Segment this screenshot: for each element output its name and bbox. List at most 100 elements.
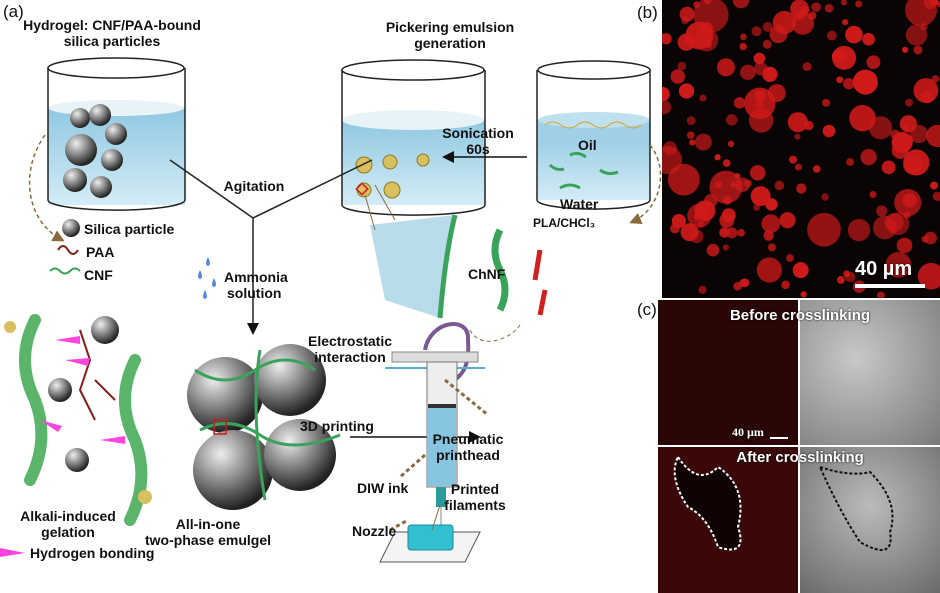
droplet <box>896 237 913 254</box>
droplet <box>876 205 888 217</box>
chnf-label: ChNF <box>468 266 506 282</box>
droplet <box>904 98 913 107</box>
droplet <box>855 0 863 8</box>
droplet <box>769 25 788 44</box>
scale-bar-label: 40 µm <box>855 258 913 280</box>
droplet <box>663 141 677 155</box>
legend-cnf: CNF <box>84 267 113 283</box>
droplet <box>670 69 686 84</box>
droplet <box>924 231 937 245</box>
droplet <box>678 83 695 99</box>
droplets <box>662 0 940 298</box>
droplet <box>891 131 913 153</box>
droplet <box>930 181 938 190</box>
droplet <box>767 243 776 252</box>
droplet <box>836 275 845 284</box>
droplet <box>686 116 696 126</box>
droplet <box>846 158 854 166</box>
droplet <box>932 191 940 202</box>
droplet <box>862 32 875 46</box>
droplet <box>779 212 796 229</box>
droplet <box>715 181 723 189</box>
legend-silica: Silica particle <box>84 221 175 237</box>
droplet <box>735 177 750 192</box>
droplet <box>763 230 774 241</box>
droplet <box>831 49 846 63</box>
agitation-label: Agitation <box>223 178 285 194</box>
water-label: Water <box>560 196 599 212</box>
droplet <box>694 133 712 151</box>
legend-paa: PAA <box>86 244 115 260</box>
diw-label: DIW ink <box>357 480 409 496</box>
droplet <box>913 45 923 55</box>
droplet <box>903 125 910 132</box>
hydrogen-bond-icon <box>0 548 25 557</box>
droplet <box>877 291 885 298</box>
droplet <box>703 194 718 208</box>
ammonia-drops-icon <box>198 257 216 299</box>
droplet <box>709 170 743 204</box>
before-label: Before crosslinking <box>729 307 871 324</box>
droplet <box>789 155 798 164</box>
droplet <box>931 75 940 83</box>
after-label: After crosslinking <box>736 449 864 466</box>
droplet <box>913 78 939 103</box>
droplet <box>751 26 762 37</box>
droplet <box>794 163 802 171</box>
droplet <box>811 2 822 13</box>
droplet <box>670 223 680 234</box>
printing-label: 3D printing <box>300 418 374 434</box>
before-fluorescence <box>658 300 798 445</box>
droplet <box>881 160 896 175</box>
droplet <box>703 0 712 5</box>
droplet <box>885 251 912 278</box>
before-brightfield <box>800 300 940 445</box>
panel-a-label: (a) <box>3 2 24 21</box>
droplet <box>762 66 778 82</box>
droplet <box>866 55 881 70</box>
droplet <box>662 100 672 115</box>
droplet <box>680 223 699 242</box>
droplet <box>727 140 735 148</box>
droplet <box>733 281 742 291</box>
droplet <box>686 131 695 139</box>
after-brightfield <box>800 447 940 593</box>
droplet <box>767 84 786 103</box>
droplet <box>687 203 712 228</box>
cnf-icon <box>49 267 81 275</box>
droplet <box>845 25 863 44</box>
droplet <box>847 218 871 242</box>
droplet <box>786 254 794 262</box>
panel-c-label: (c) <box>637 300 657 319</box>
droplet <box>706 243 720 257</box>
droplet <box>722 159 731 167</box>
droplet <box>714 154 721 161</box>
droplet <box>753 204 760 211</box>
droplet <box>842 19 849 26</box>
droplet <box>737 229 745 237</box>
droplet <box>869 191 877 199</box>
droplet <box>734 173 741 180</box>
droplet <box>790 0 809 19</box>
droplet <box>787 112 808 133</box>
droplet <box>719 227 730 238</box>
droplet <box>853 70 875 93</box>
droplet <box>740 33 747 41</box>
droplet <box>748 108 774 133</box>
droplet <box>694 28 719 52</box>
droplet <box>840 0 847 6</box>
gel-network <box>4 314 152 526</box>
droplet <box>662 86 670 102</box>
droplet <box>926 124 940 148</box>
panel-b-label: (b) <box>637 3 658 22</box>
droplet <box>844 271 856 283</box>
droplet <box>873 215 897 240</box>
droplet <box>677 61 687 71</box>
droplet <box>822 98 831 107</box>
